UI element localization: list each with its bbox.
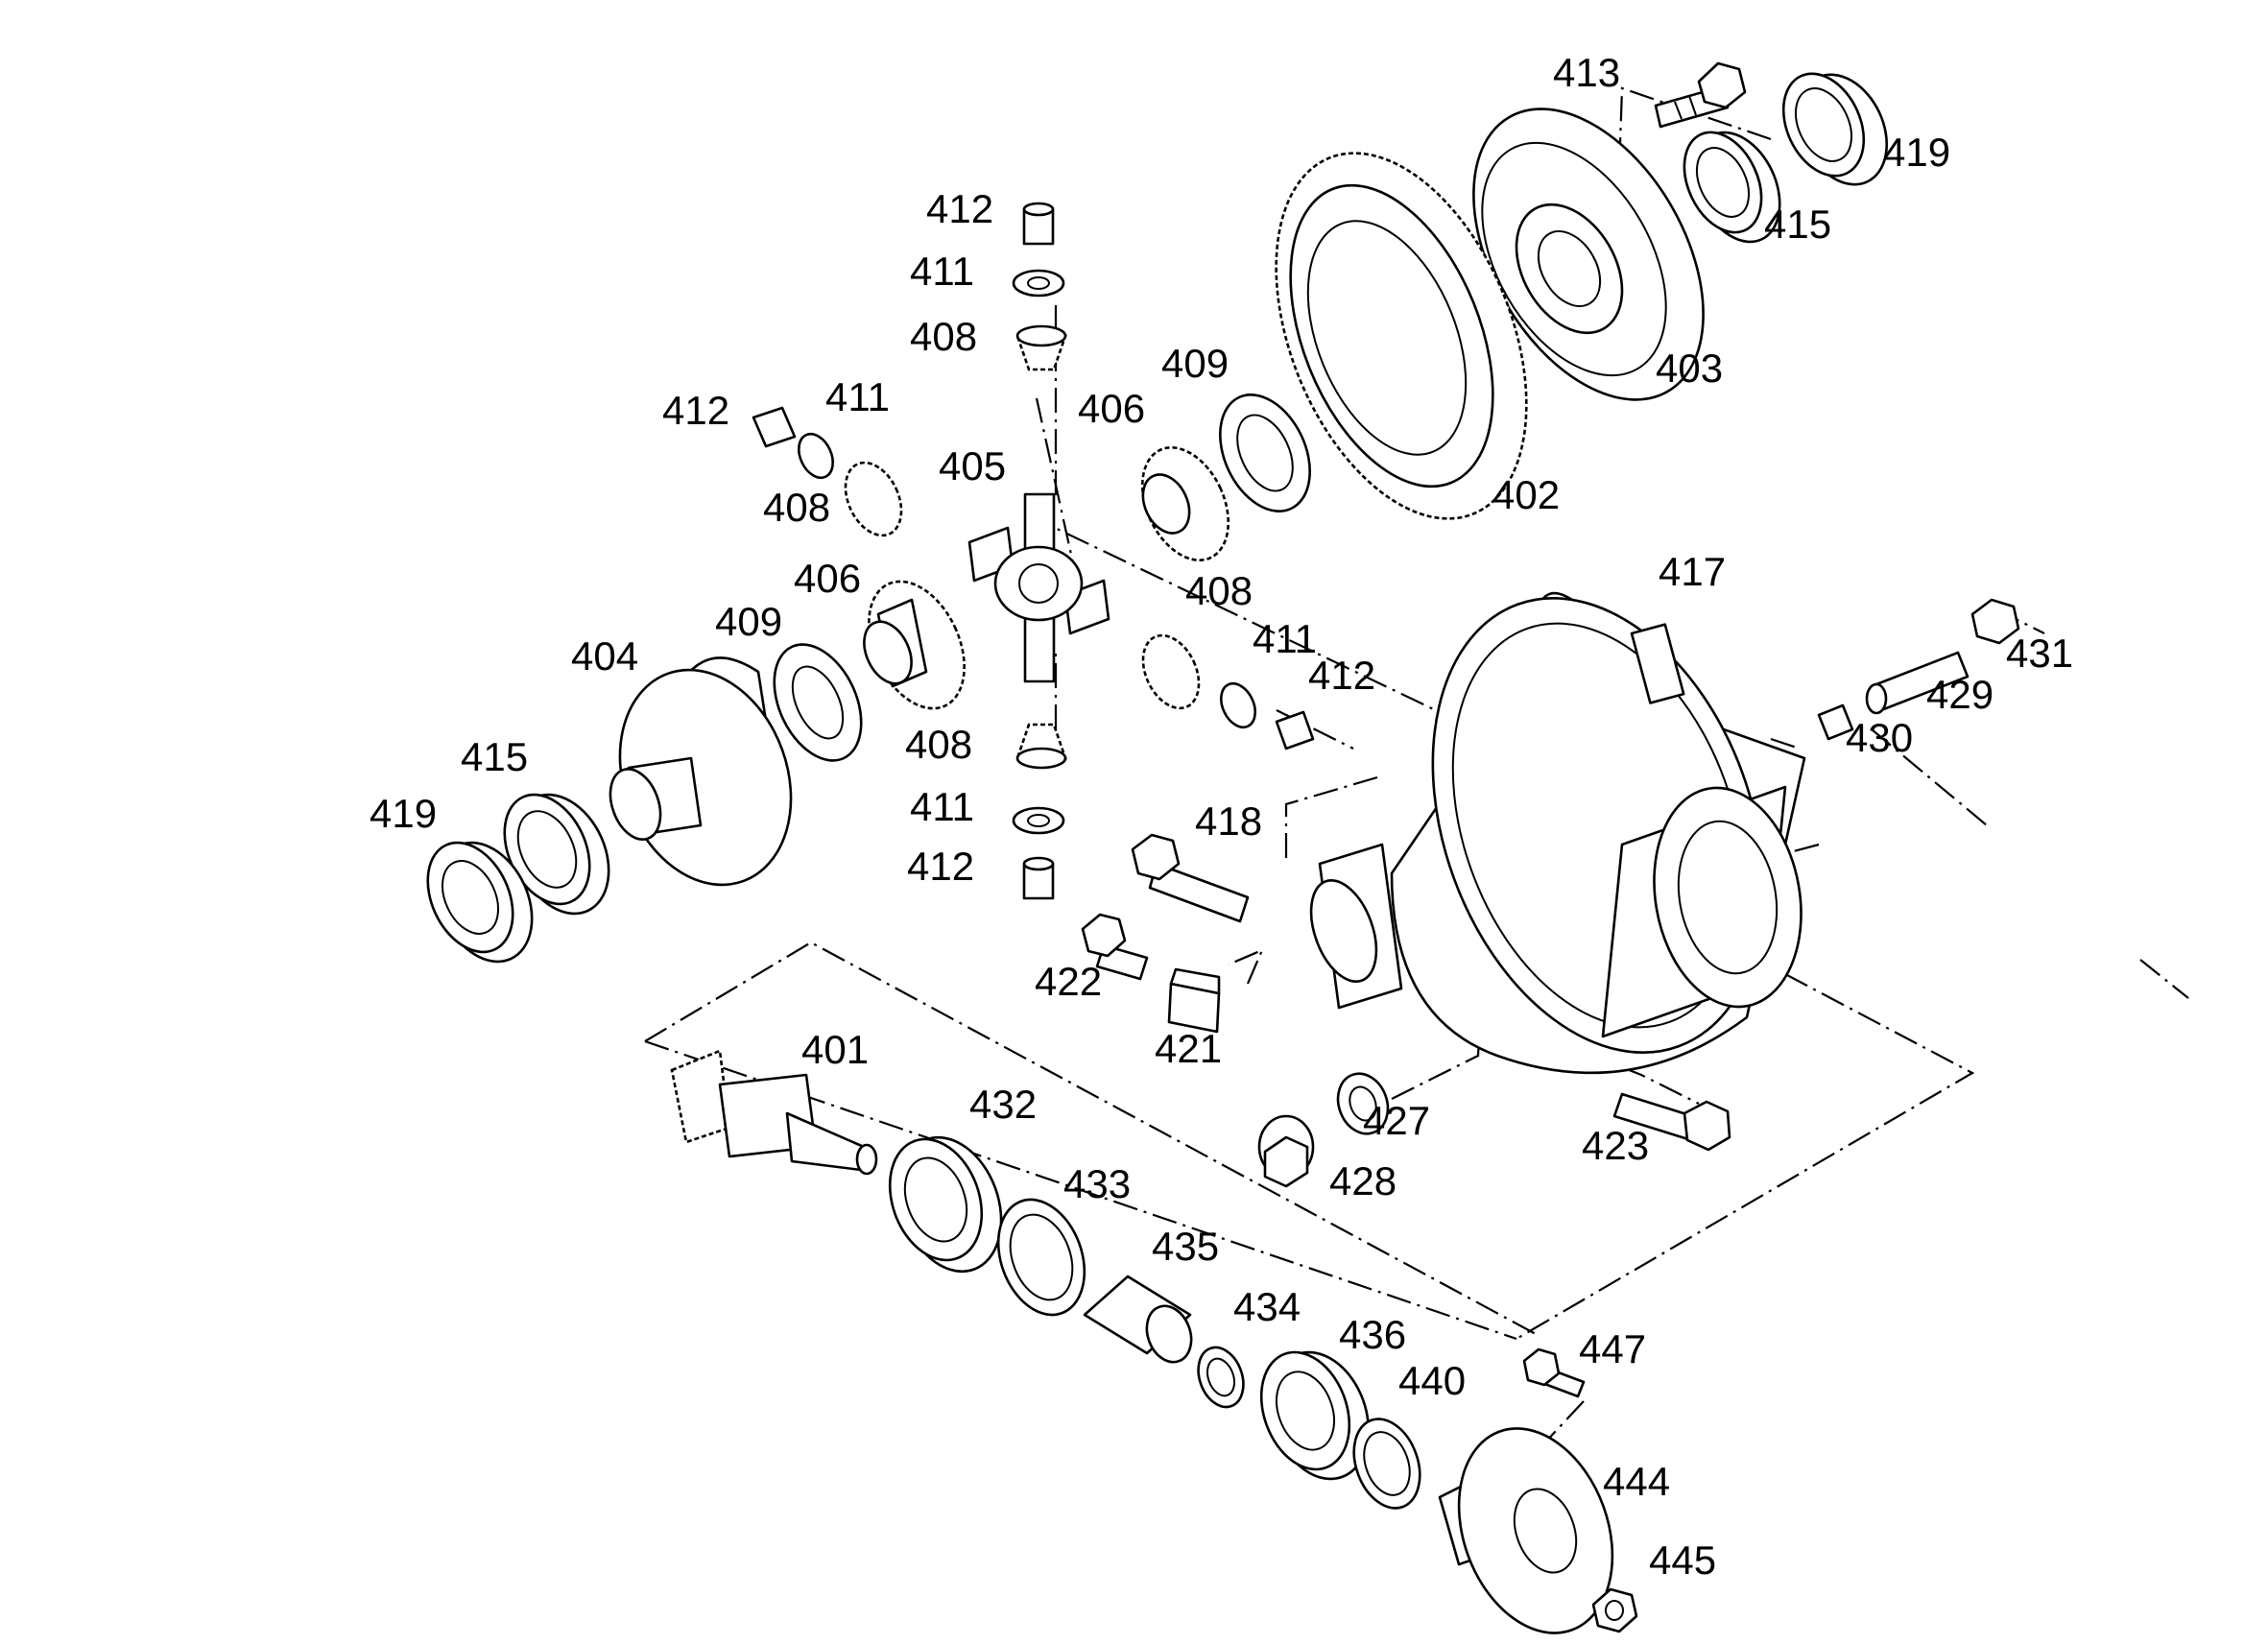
label-412-left: 412	[662, 388, 729, 433]
label-418: 418	[1195, 798, 1262, 844]
companion-flange-444	[1438, 1427, 1614, 1634]
bearing-415-top	[1683, 131, 1781, 244]
side-gear-406-lower	[863, 580, 966, 710]
label-432: 432	[969, 1082, 1037, 1127]
side-gear-406-upper	[1140, 446, 1230, 561]
stud-429	[1865, 651, 1970, 715]
part-labels: 401 402 403 404 405 406 406 408 408 408 …	[370, 50, 2073, 1583]
differential-case-403	[1472, 107, 1705, 401]
label-413: 413	[1553, 50, 1620, 95]
label-417: 417	[1659, 549, 1726, 594]
label-408-left: 408	[763, 485, 830, 530]
label-423: 423	[1582, 1123, 1649, 1168]
label-409-upper: 409	[1161, 341, 1229, 386]
label-430: 430	[1846, 715, 1913, 760]
label-421: 421	[1155, 1026, 1222, 1071]
spider-cross-405	[967, 492, 1110, 683]
nut-431	[1970, 598, 2020, 645]
bolt-413	[1654, 61, 1747, 129]
label-411-left: 411	[825, 374, 890, 419]
bushing-412-left	[752, 406, 797, 448]
bolt-447	[1522, 1347, 1586, 1398]
bearing-432	[888, 1135, 1003, 1274]
spacer-435	[1083, 1275, 1193, 1364]
ring-434	[1197, 1346, 1245, 1409]
slotted-nut-419-top	[1781, 72, 1889, 186]
label-404: 404	[571, 633, 638, 679]
thrust-washer-409-lower	[773, 643, 863, 762]
label-412-bottom: 412	[907, 844, 974, 889]
differential-case-404	[609, 656, 793, 887]
label-447: 447	[1579, 1326, 1646, 1371]
bearing-415-left	[503, 793, 610, 916]
label-415-left: 415	[461, 734, 528, 779]
pinion-gear-408-top	[1015, 324, 1067, 371]
label-408-top: 408	[910, 314, 977, 359]
washer-411-top	[1012, 269, 1065, 298]
label-415-top: 415	[1764, 202, 1831, 247]
bushing-412-top	[1022, 202, 1055, 246]
label-411-right: 411	[1253, 616, 1317, 661]
drive-pinion-401	[670, 1049, 878, 1176]
label-411-bottom: 411	[910, 784, 974, 829]
label-433: 433	[1063, 1161, 1131, 1206]
label-431: 431	[2006, 631, 2073, 676]
label-408-right: 408	[1185, 568, 1253, 613]
label-419-top: 419	[1883, 130, 1950, 175]
bolt-422	[1081, 913, 1149, 981]
label-403: 403	[1656, 345, 1723, 391]
label-402: 402	[1492, 472, 1560, 517]
label-440: 440	[1398, 1358, 1466, 1403]
bolt-418	[1131, 833, 1250, 923]
label-408-bottom: 408	[905, 722, 972, 767]
shim-block-421	[1167, 967, 1221, 1034]
ring-440	[1352, 1418, 1421, 1510]
label-434: 434	[1233, 1284, 1301, 1329]
label-412-top: 412	[926, 186, 993, 231]
label-445: 445	[1649, 1537, 1716, 1583]
label-411-top: 411	[910, 249, 974, 294]
bearing-436	[1259, 1350, 1371, 1481]
drain-plug-428	[1257, 1114, 1315, 1188]
label-409-lower: 409	[715, 599, 782, 644]
washer-411-bottom	[1012, 806, 1065, 835]
label-444: 444	[1603, 1459, 1670, 1504]
pinion-gear-408-bottom	[1015, 723, 1067, 770]
ring-433	[996, 1198, 1086, 1317]
washer-427	[1336, 1072, 1390, 1135]
label-406-lower: 406	[794, 556, 861, 601]
bushing-412-right	[1275, 710, 1315, 751]
axle-housing-417	[1309, 591, 1806, 1075]
label-427: 427	[1363, 1098, 1430, 1143]
pinion-gear-408-right	[1141, 633, 1201, 710]
bolt-423	[1612, 1092, 1731, 1152]
label-436: 436	[1339, 1312, 1406, 1357]
label-412-right: 412	[1308, 653, 1375, 698]
nut-445	[1591, 1587, 1638, 1633]
label-405: 405	[939, 443, 1006, 488]
label-435: 435	[1152, 1224, 1219, 1269]
bushing-412-bottom	[1022, 856, 1055, 900]
bushing-430	[1817, 703, 1854, 741]
washer-411-left	[798, 432, 834, 480]
label-429: 429	[1926, 672, 1993, 717]
label-406-upper: 406	[1078, 386, 1145, 431]
label-419-left: 419	[370, 791, 437, 836]
washer-411-right	[1220, 681, 1256, 729]
pinion-gear-408-left	[844, 461, 903, 537]
ring-gear-402	[1275, 152, 1528, 520]
label-401: 401	[801, 1027, 869, 1072]
label-428: 428	[1329, 1158, 1397, 1203]
slotted-nut-419-left	[426, 841, 534, 964]
label-422: 422	[1035, 959, 1102, 1004]
thrust-washer-409-upper	[1219, 393, 1311, 512]
